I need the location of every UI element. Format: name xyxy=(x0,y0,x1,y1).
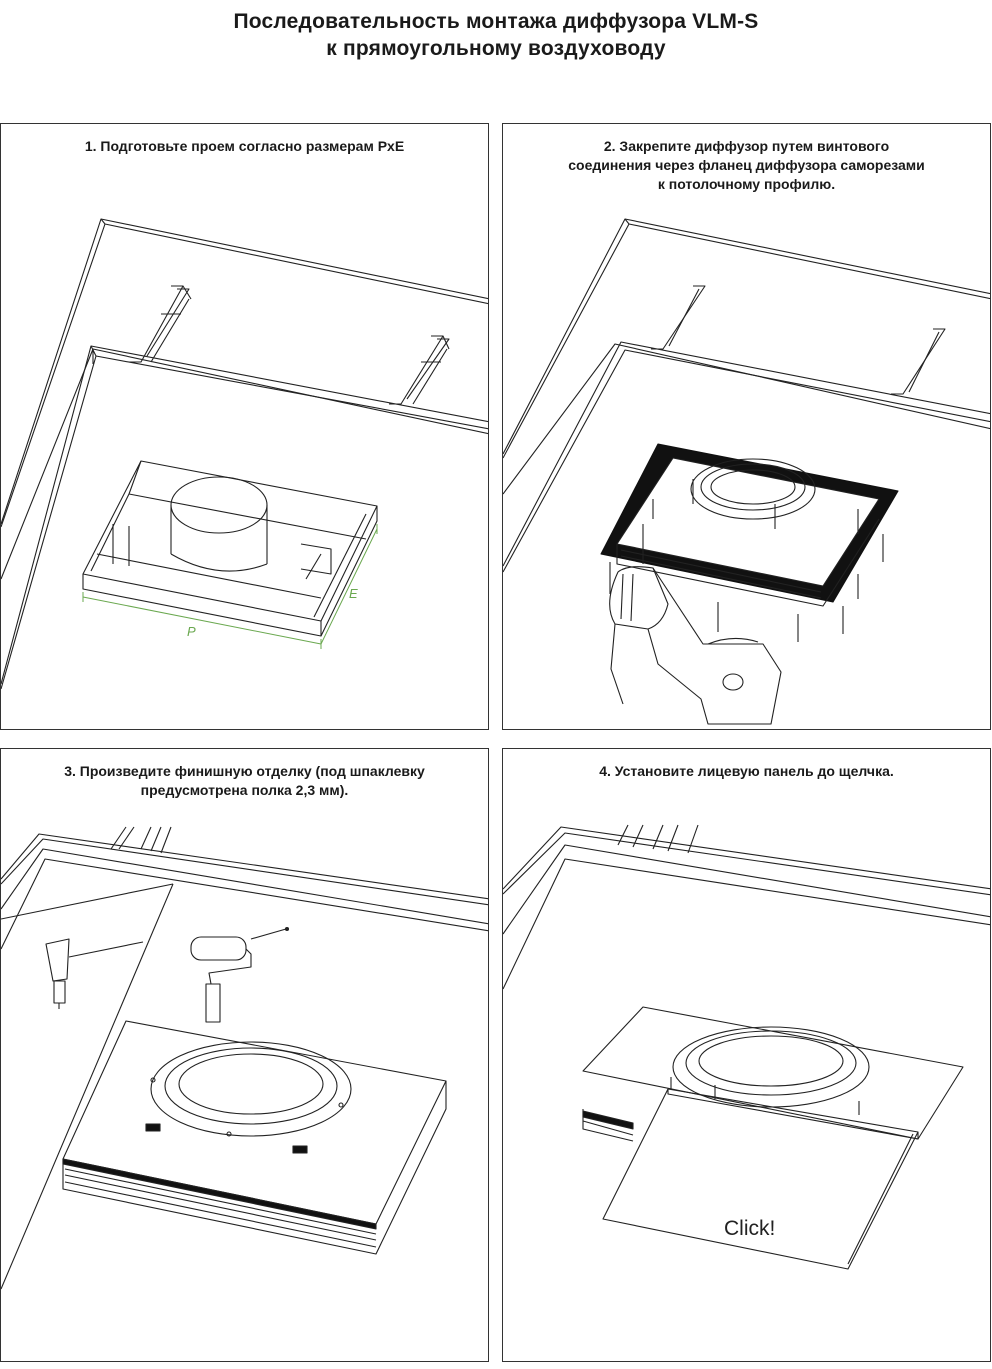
step-4-panel: 4. Установите лицевую панель до щелчка. … xyxy=(502,748,991,1362)
click-label: Click! xyxy=(724,1217,776,1240)
dimension-label-e: E xyxy=(349,586,358,601)
page-title-line-2: к прямоугольному воздуховоду xyxy=(326,37,666,60)
step-4-illustration xyxy=(503,749,991,1362)
page-title-line-1: Последовательность монтажа диффузора VLM… xyxy=(233,10,759,33)
step-1-caption: 1. Подготовьте проем согласно размерам Р… xyxy=(84,138,405,154)
dimension-label-p: P xyxy=(187,624,196,639)
step-2-panel: 2. Закрепите диффузор путем винтового со… xyxy=(502,123,991,730)
step-2-illustration xyxy=(503,124,991,730)
step-1-panel: 1. Подготовьте проем согласно размерам Р… xyxy=(0,123,489,730)
step-2-caption: 2. Закрепите диффузор путем винтового со… xyxy=(568,138,925,192)
page-title: Последовательность монтажа диффузора VLM… xyxy=(0,8,992,62)
step-3-illustration xyxy=(1,749,489,1362)
step-1-illustration xyxy=(1,124,489,730)
step-4-caption: 4. Установите лицевую панель до щелчка. xyxy=(599,763,894,779)
step-3-panel: 3. Произведите финишную отделку (под шпа… xyxy=(0,748,489,1362)
step-3-caption: 3. Произведите финишную отделку (под шпа… xyxy=(64,763,425,798)
